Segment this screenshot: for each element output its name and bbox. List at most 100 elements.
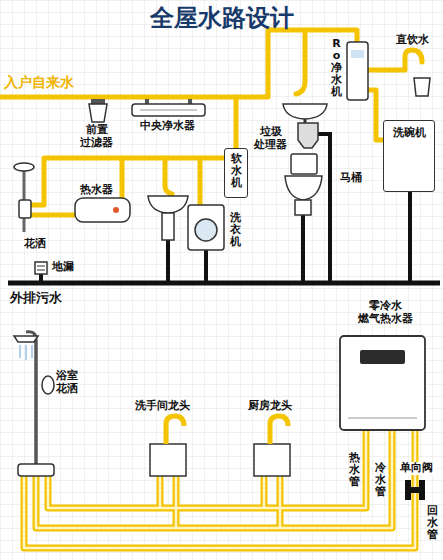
valve-body	[409, 487, 421, 493]
heater-light	[113, 207, 119, 213]
shower	[14, 163, 34, 232]
hot-shower-line	[32, 213, 75, 218]
appliance-box: 软水机	[224, 148, 248, 198]
kitchen-faucet	[254, 416, 290, 476]
supply-pipes	[0, 30, 422, 215]
faucet-pipe	[173, 476, 180, 528]
device-label: 花洒	[24, 238, 46, 251]
floor-drain-grate	[37, 266, 45, 270]
device-label: Ro净水机	[331, 38, 342, 98]
appliance-box: 洗碗机	[383, 120, 435, 192]
appliance-name: 软水机	[231, 153, 242, 189]
gas-water-heater	[340, 336, 425, 430]
device-label: 洗手间龙头	[135, 400, 190, 413]
device-label: 入户自来水	[4, 74, 74, 90]
device-label: 外排污水	[10, 291, 62, 306]
loop-pipes-inner	[24, 430, 415, 548]
loop-pipes-outer	[24, 430, 415, 548]
faucet-cabinet	[150, 444, 186, 476]
hand-shower	[42, 376, 54, 394]
wash-basin	[148, 196, 188, 240]
faucet-spout	[166, 416, 184, 444]
device-label: 厨房龙头	[248, 400, 292, 413]
heater-tank	[75, 198, 130, 222]
softener-feed	[234, 97, 239, 148]
ro-body	[347, 42, 368, 100]
faucet-pipe	[175, 476, 178, 528]
washer-door	[195, 219, 217, 241]
toilet-bowl	[285, 176, 322, 200]
basin-faucet-pipe	[165, 158, 172, 194]
check-valve	[405, 480, 425, 500]
floor-drain-pipe	[39, 274, 43, 283]
washing-machine	[188, 205, 224, 250]
device-label: 垃圾 处理器	[254, 126, 287, 151]
water-spray	[20, 345, 32, 360]
device-label: 直饮水	[396, 34, 429, 47]
toilet-tank	[291, 154, 317, 174]
shower-head	[14, 163, 34, 171]
ro-panel	[351, 50, 364, 58]
purifier-body	[132, 104, 205, 116]
basin-pedestal	[162, 213, 174, 240]
dishwasher-feed	[368, 90, 383, 140]
device-label: 浴室 花洒	[56, 370, 78, 395]
device-label: 马桶	[340, 172, 362, 185]
device-label: 回水管	[427, 505, 438, 541]
bath-shower-pole	[34, 340, 38, 466]
drinking-faucet	[368, 50, 422, 70]
faucet-pipe	[159, 476, 162, 508]
device-label: 地漏	[52, 261, 74, 274]
main-drain	[8, 281, 440, 286]
sink-faucet-pipe	[296, 30, 305, 94]
garbage-disposer	[298, 123, 318, 148]
dishwasher-drain	[408, 190, 412, 283]
bathroom-faucet	[150, 416, 186, 476]
device-label: 热水管	[349, 452, 360, 488]
floor-drain	[35, 262, 47, 274]
toilet-drain	[301, 215, 305, 283]
drain-pipes	[8, 134, 440, 283]
toilet	[285, 154, 322, 215]
faucet-pipe	[261, 476, 268, 508]
device-label: 洗衣机	[230, 212, 241, 248]
sink-drain	[166, 240, 170, 283]
hot-pipe	[48, 430, 366, 508]
heater-body	[340, 336, 425, 430]
kitchen-sink	[283, 104, 327, 119]
device-label: 热水器	[80, 184, 113, 197]
bath-mixer	[18, 464, 54, 476]
faucet-pipe	[277, 476, 284, 528]
cold-pipe	[36, 430, 392, 528]
shower-mixer	[19, 200, 31, 218]
bath-shower	[14, 332, 54, 476]
central-purifier	[132, 99, 205, 116]
device-label: 前置 过滤器	[80, 124, 113, 149]
heater-detail	[348, 418, 417, 419]
disposer-drain	[318, 134, 330, 283]
faucet-spout	[270, 416, 288, 444]
water-heater	[75, 198, 130, 222]
hot-pipe	[48, 430, 366, 508]
basin-bowl	[148, 196, 188, 213]
shower-pole	[23, 166, 26, 232]
return-pipe	[24, 430, 415, 548]
heater-feed	[120, 158, 125, 198]
filter-cup	[89, 104, 107, 122]
faucet-pipe	[263, 476, 266, 508]
appliance-name: 洗碗机	[393, 125, 426, 140]
faucet-cabinet	[254, 444, 290, 476]
washer-feed	[198, 158, 203, 205]
device-label: 中央净水器	[140, 120, 195, 133]
faucet-pipe	[157, 476, 164, 508]
washer-body	[188, 205, 224, 250]
diagram-title: 全屋水路设计	[0, 2, 443, 34]
heater-display	[360, 350, 405, 364]
toilet-base	[295, 200, 311, 215]
pre-filter	[89, 99, 107, 122]
main-supply	[0, 30, 357, 97]
branch-line	[32, 158, 224, 205]
drinking-cup	[414, 78, 430, 96]
